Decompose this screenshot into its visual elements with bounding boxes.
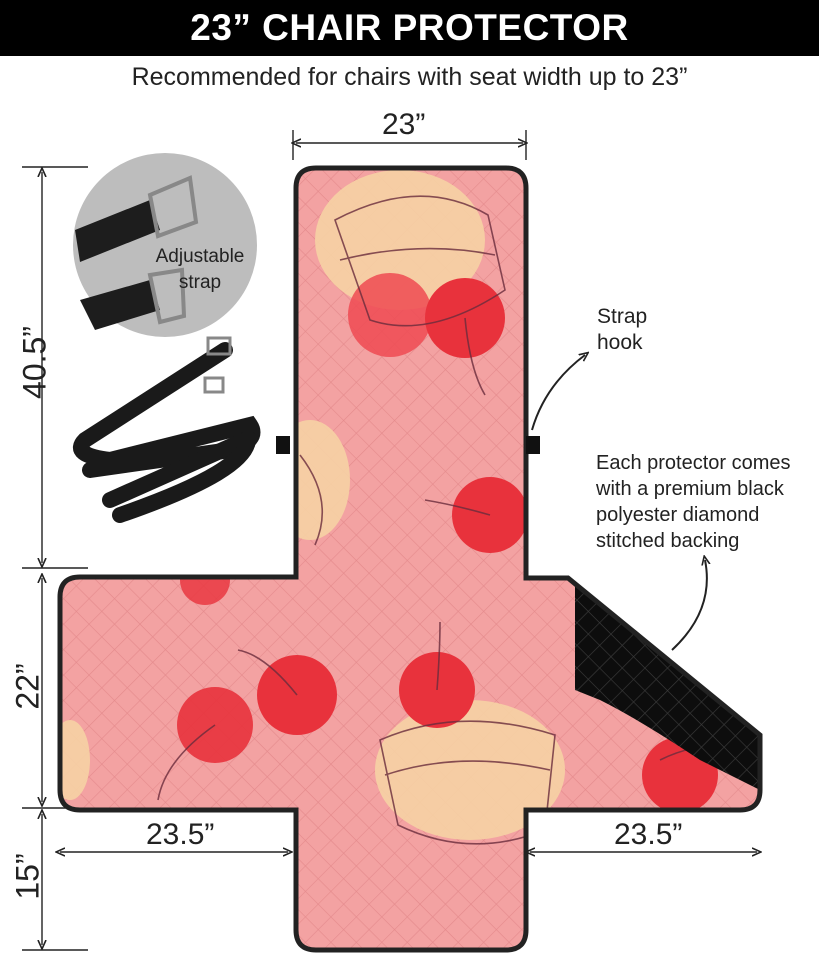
page-title: 23” CHAIR PROTECTOR — [0, 0, 819, 56]
back-height-label: 40.5” — [16, 326, 53, 399]
strap-buckle-icon — [206, 336, 232, 356]
top-width-label: 23” — [382, 108, 426, 141]
backing-note: Each protector comes with a premium blac… — [596, 452, 791, 552]
subtitle: Recommended for chairs with seat width u… — [131, 63, 688, 91]
strap-buckle-icon — [203, 376, 225, 394]
chair-protector — [57, 165, 763, 953]
strap-hook-label: Strap hook — [597, 305, 648, 354]
left-arm-label: 23.5” — [146, 818, 215, 851]
front-drop-label: 15” — [9, 853, 46, 900]
arrow-icon — [531, 355, 585, 431]
dimension-lines — [22, 130, 757, 951]
title-text: 23” CHAIR PROTECTOR — [190, 7, 629, 48]
strap-closeup-icon — [73, 153, 257, 337]
strap-hook-right — [526, 436, 540, 454]
strap-hook-left — [276, 436, 290, 454]
right-arm-label: 23.5” — [614, 818, 683, 851]
coiled-strap-icon — [73, 342, 261, 523]
arrow-icon — [671, 560, 707, 651]
adjustable-strap-label: Adjustable strap — [155, 246, 245, 293]
seat-depth-label: 22” — [9, 663, 46, 710]
